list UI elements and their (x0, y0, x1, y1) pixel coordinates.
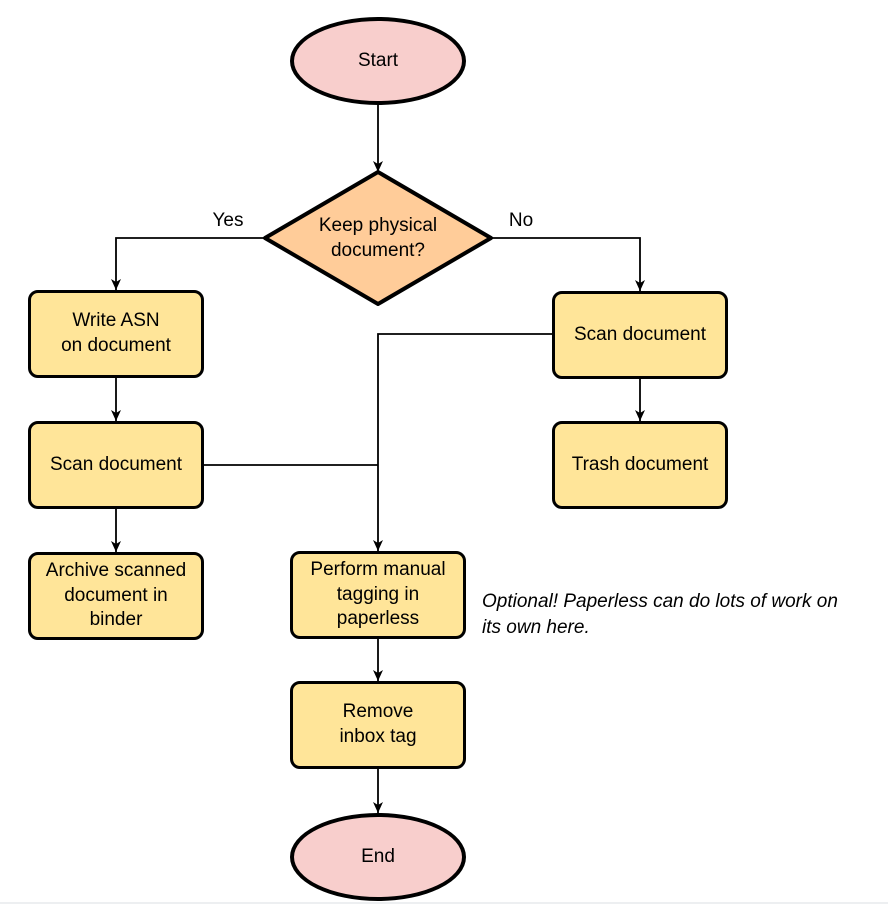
node-decision: Keep physical document? (280, 202, 476, 276)
node-write-asn-label: Write ASN on document (61, 310, 171, 356)
node-remove-inbox-tag-label: Remove inbox tag (339, 701, 417, 747)
edge-scan-right-to-tagging (373, 333, 552, 551)
page-bottom-divider (0, 902, 888, 904)
edge-label-no: No (508, 210, 534, 231)
node-scan-document-left: Scan document (28, 421, 204, 509)
node-write-asn: Write ASN on document (28, 290, 204, 378)
node-scan-document-right: Scan document (552, 291, 728, 379)
edge-label-yes: Yes (212, 210, 244, 231)
edge-decision-no-to-scan-right (491, 237, 645, 291)
node-start-label: Start (357, 49, 399, 71)
node-scan-document-left-label: Scan document (49, 453, 183, 475)
node-remove-inbox-tag: Remove inbox tag (290, 681, 466, 769)
node-start: Start (290, 17, 466, 105)
node-decision-label: Keep physical document? (318, 215, 438, 261)
node-manual-tagging: Perform manual tagging in paperless (290, 551, 466, 639)
node-manual-tagging-label: Perform manual tagging in paperless (310, 558, 446, 630)
node-trash-document-label: Trash document (571, 453, 709, 475)
node-trash-document: Trash document (552, 421, 728, 509)
edge-decision-yes-to-write-asn (111, 237, 265, 290)
node-archive-binder: Archive scanned document in binder (28, 552, 204, 640)
node-end: End (290, 813, 466, 901)
note-optional-paperless: Optional! Paperless can do lots of work … (482, 591, 838, 638)
node-end-label: End (361, 845, 395, 867)
node-archive-binder-label: Archive scanned document in binder (45, 559, 187, 631)
node-scan-document-right-label: Scan document (573, 323, 707, 345)
